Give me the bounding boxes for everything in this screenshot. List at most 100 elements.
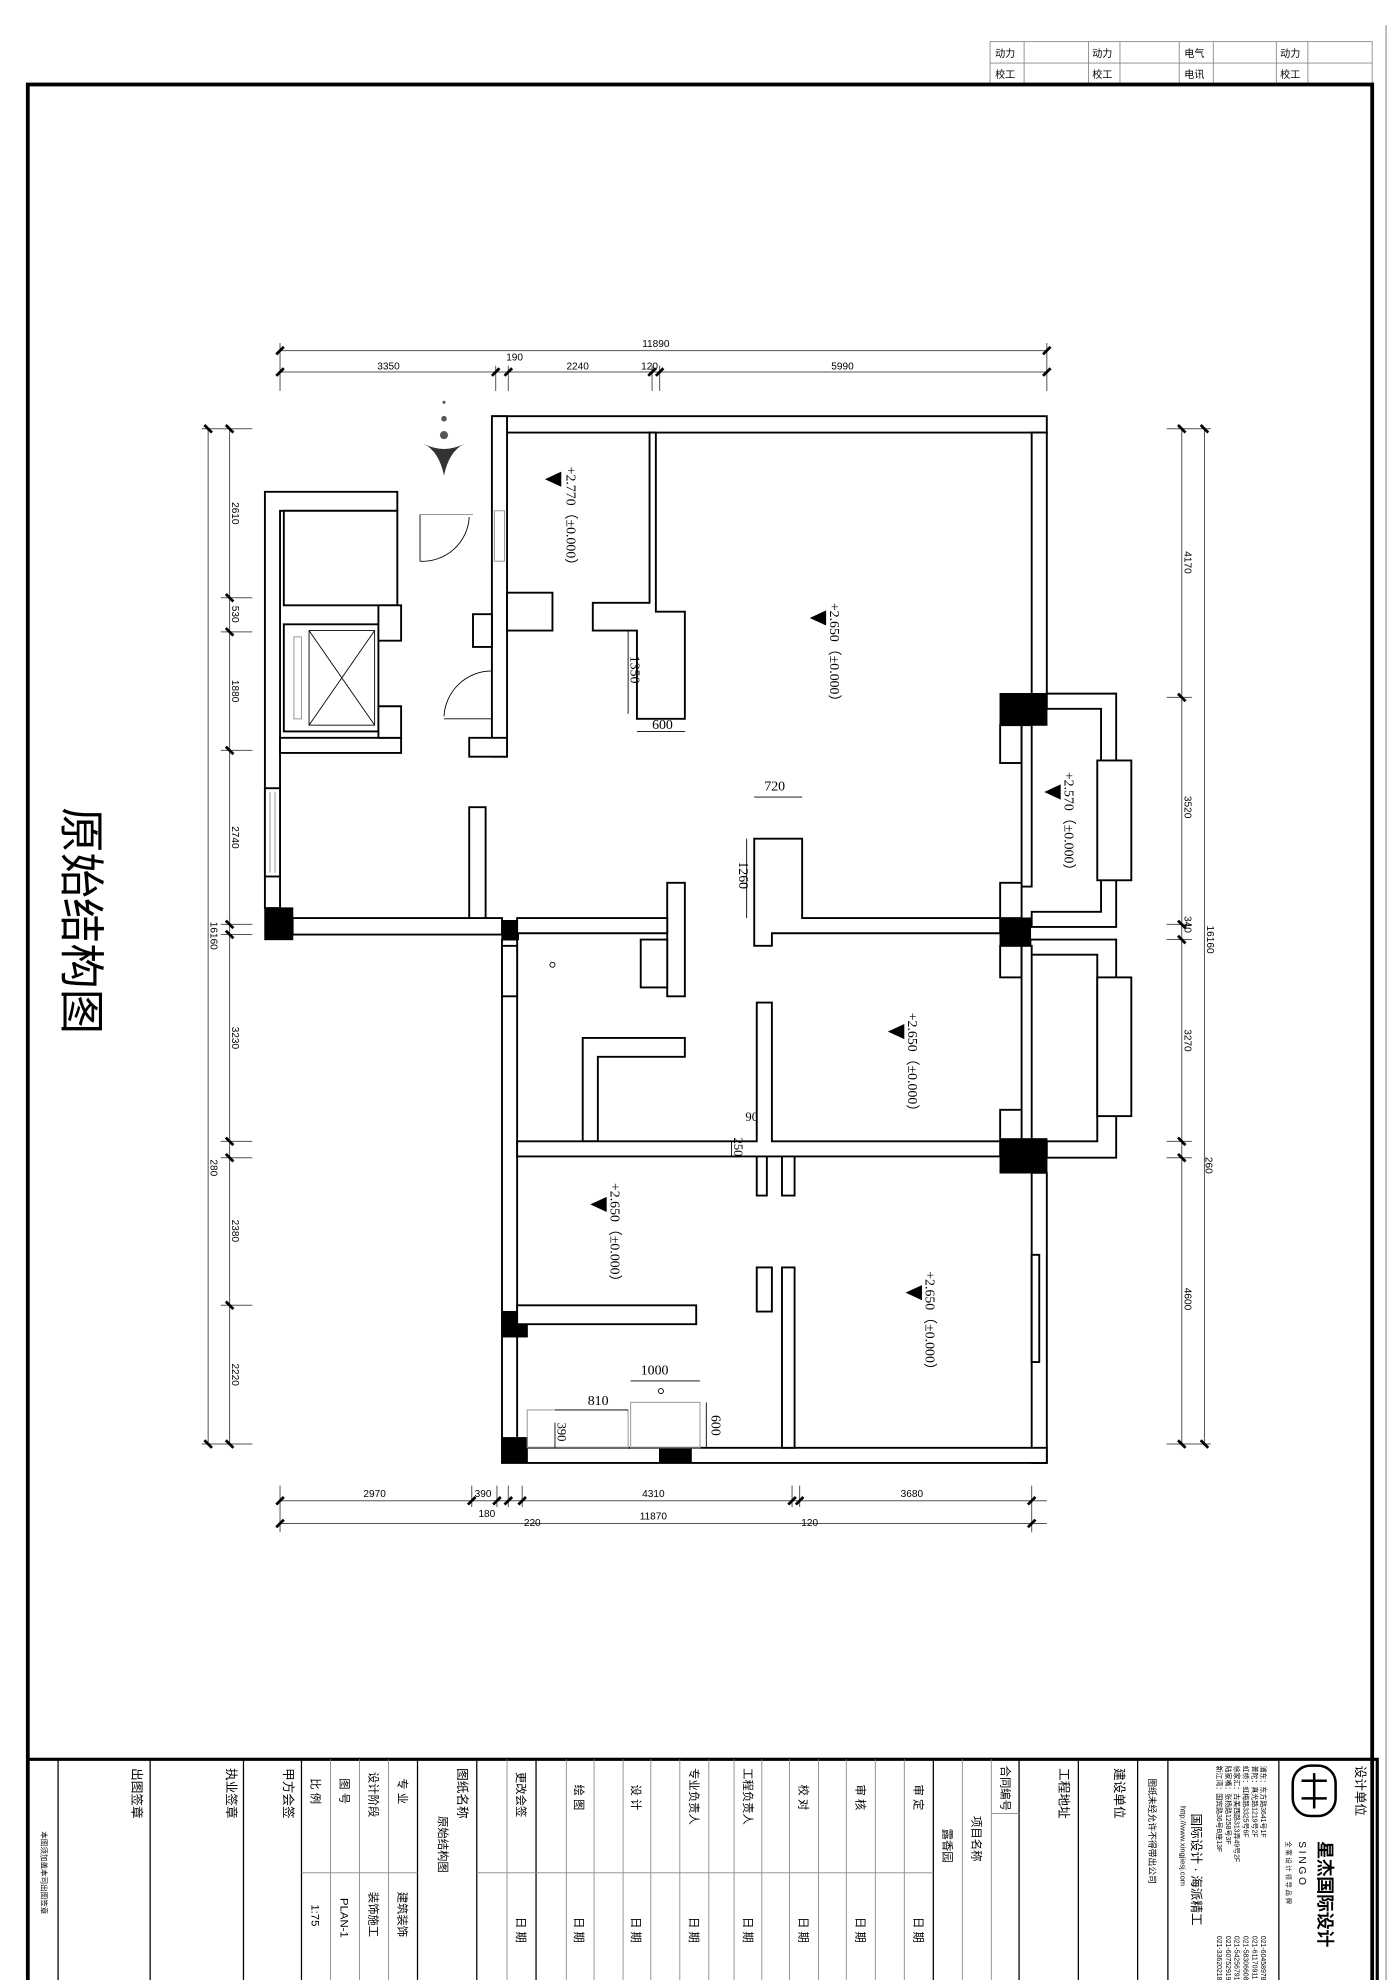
signoff-label: 校工 — [1092, 68, 1112, 81]
office-address: 徐家汇：古美西路313弄49号2F — [1233, 1766, 1242, 1863]
tb-notice: 本图须加盖本司出图签章 — [40, 1831, 50, 1914]
dim-label: 250 — [731, 1138, 745, 1157]
left-dimensions: 2610 530 1880 2740 3230 280 2380 2220 16… — [201, 424, 253, 1449]
dim-label: 390 — [475, 1489, 492, 1500]
tb-date: 日 期 — [741, 1917, 754, 1943]
wall-right-upper — [1030, 431, 1048, 699]
tb-drawing-no-value: PLAN-1 — [338, 1898, 350, 1938]
office-phone: 021-33620218 — [1215, 1936, 1222, 1980]
elevation-marker: +2.650（±0.000） — [809, 603, 842, 708]
tb-confidential: 图纸未经允许不得带出公司 — [1147, 1778, 1158, 1884]
elevation-label: +2.650（±0.000） — [904, 1013, 920, 1119]
wall-north-inner — [591, 431, 686, 720]
dim-label: 1260 — [735, 861, 750, 889]
tb-design: 设 计 — [629, 1785, 642, 1811]
dim-label: 340 — [1181, 916, 1192, 933]
dim-total: 16160 — [1204, 926, 1215, 954]
tb-project-lead: 工程负责人 — [741, 1768, 755, 1825]
office-phone: 021-58306608 — [1242, 1936, 1249, 1980]
tb-change-sign: 更改会签 — [514, 1772, 528, 1817]
elevation-marker: +2.770（±0.000） — [544, 467, 578, 573]
elevation-label: +2.570（±0.000） — [1060, 772, 1076, 878]
tb-date: 日 期 — [853, 1917, 866, 1943]
elevation-marker: +2.650（±0.000） — [887, 1013, 920, 1119]
structural-column — [501, 920, 520, 941]
signoff-label: 动力 — [995, 47, 1015, 60]
dim-label: 1000 — [641, 1364, 669, 1379]
elevation-label: +2.770（±0.000） — [562, 467, 578, 573]
dim-label: 90 — [745, 1110, 758, 1124]
structural-column — [659, 1447, 692, 1464]
drawing-frame — [25, 82, 1375, 1980]
dim-label: 600 — [707, 1415, 722, 1436]
signoff-label: 校工 — [995, 68, 1015, 81]
door-symbol — [443, 670, 493, 720]
dim-label: 2740 — [229, 826, 240, 849]
wall-bottom — [501, 1446, 1048, 1464]
dim-total: 11870 — [640, 1512, 668, 1523]
tb-drawn: 绘 图 — [572, 1785, 586, 1811]
signoff-table: 动力 动力 电气 动力 校工 校工 电讯 校工 — [989, 41, 1373, 85]
dim-label: 4170 — [1181, 551, 1192, 574]
elevator-shaft — [282, 623, 380, 733]
tb-scale-label: 比 例 — [309, 1778, 323, 1804]
interior-dimensions: 1350 600 720 1260 90 250 1000 810 390 60… — [554, 630, 803, 1448]
tb-approve: 审 定 — [911, 1785, 925, 1811]
tb-issue-seal: 出图签章 — [129, 1768, 144, 1818]
dim-label: 390 — [554, 1423, 568, 1442]
dim-label: 180 — [478, 1509, 495, 1520]
dim-label: 2220 — [229, 1363, 240, 1386]
elevation-label: +2.650（±0.000） — [606, 1183, 622, 1289]
tb-slogan: 国际设计 · 海派精工 — [1189, 1814, 1203, 1926]
dim-label: 220 — [524, 1518, 541, 1529]
dim-label: 720 — [764, 780, 785, 795]
signoff-label: 校工 — [1280, 68, 1300, 81]
title-block: 本图须加盖本司出图签章 出图签章 执业签章 甲方会签 比 例 1:75 图 号 … — [26, 1757, 1379, 1980]
dim-label: 3680 — [901, 1489, 924, 1500]
company-logo — [1291, 1764, 1337, 1818]
bottom-dimensions: 2970 390 4310 3680 180 220 11870 120 — [275, 1485, 1047, 1533]
office-address: 普陀：真光路1219号2F — [1250, 1766, 1259, 1838]
tb-company-name: 星杰国际设计 — [1315, 1841, 1336, 1947]
tb-date: 日 期 — [687, 1917, 700, 1943]
dim-label: 5990 — [831, 362, 854, 373]
tb-client-sign: 甲方会签 — [281, 1768, 296, 1819]
wall-top — [491, 415, 1048, 434]
tb-drawing-no-label: 图 号 — [338, 1778, 351, 1804]
dim-label: 2240 — [566, 362, 589, 373]
tb-url: http://www.xingjiesj.com — [1178, 1806, 1187, 1886]
dim-label: 3270 — [1181, 1029, 1192, 1052]
office-address: 新江湾：国宾路36号B座13F — [1215, 1766, 1224, 1853]
dim-label: 280 — [208, 1159, 219, 1176]
dim-label: 3520 — [1181, 796, 1192, 819]
dim-label: 2610 — [229, 502, 240, 525]
tb-discipline-label: 专 业 — [396, 1778, 410, 1804]
right-dimensions: 4170 3520 340 3270 260 4600 16160 — [1166, 424, 1215, 1449]
tb-drawing-name-value: 原始结构图 — [436, 1816, 450, 1873]
dim-label: 2380 — [229, 1220, 240, 1243]
tb-stage-label: 设计阶段 — [367, 1772, 381, 1817]
dim-label: 2970 — [363, 1489, 386, 1500]
office-address: 浦东：东方路3641号1F — [1259, 1766, 1268, 1838]
structural-column — [999, 917, 1032, 947]
dim-label: 810 — [588, 1394, 609, 1409]
structural-column — [999, 693, 1048, 726]
tb-company-en: S I N G O — [1296, 1841, 1307, 1885]
stair-well — [282, 509, 399, 607]
dim-label: 120 — [641, 362, 658, 373]
dim-label: 3350 — [377, 362, 400, 373]
structural-column — [264, 907, 294, 941]
tb-project-value: 露香园 — [940, 1829, 953, 1863]
dim-label: 1880 — [229, 680, 240, 703]
dim-label: 530 — [229, 606, 240, 623]
tb-date: 日 期 — [514, 1917, 527, 1943]
structural-column — [501, 1437, 528, 1464]
signoff-label: 动力 — [1280, 47, 1300, 60]
dim-label: 190 — [506, 353, 523, 364]
tb-client-label: 建设单位 — [1112, 1768, 1126, 1819]
tb-stage-value: 装饰施工 — [367, 1892, 381, 1937]
dim-label: 1350 — [627, 656, 642, 684]
dim-total: 11890 — [642, 339, 670, 350]
tb-date: 日 期 — [797, 1917, 810, 1943]
